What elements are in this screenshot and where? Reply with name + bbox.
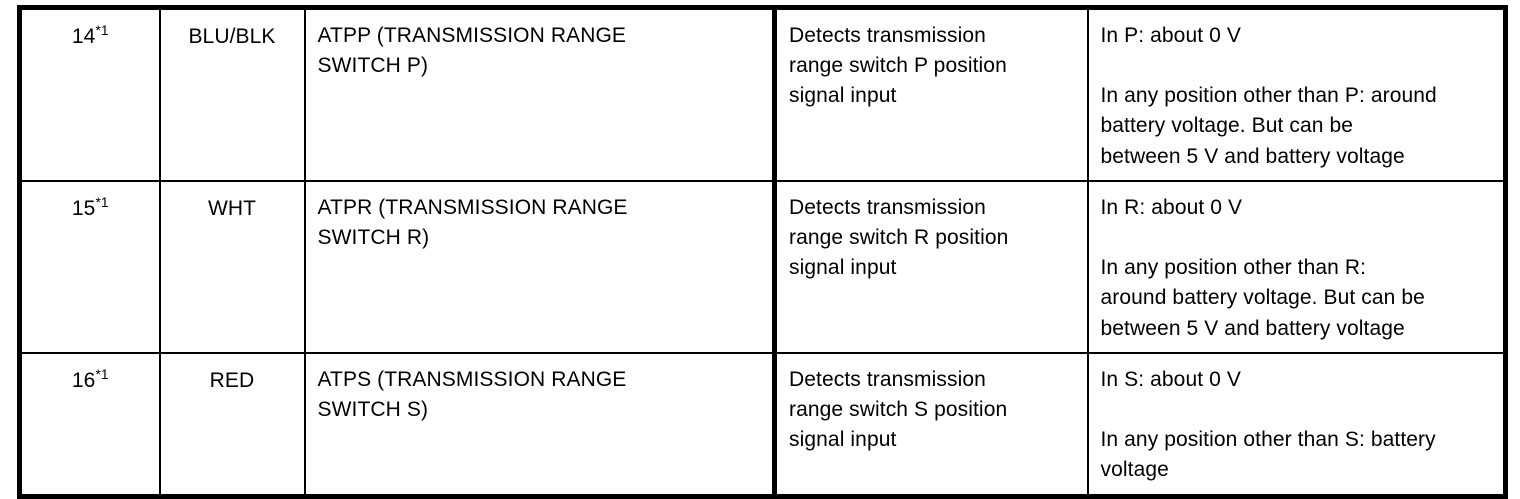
cell-wire-color: WHT bbox=[159, 179, 305, 353]
signal-paragraph-2: In any position other than R: around bat… bbox=[1101, 253, 1492, 344]
wire-color-value: BLU/BLK bbox=[188, 25, 276, 48]
wire-color-value: RED bbox=[209, 368, 255, 392]
signal-paragraph-2-line-1: In any position other than P: around bbox=[1100, 84, 1437, 108]
signal-paragraph-1: In R: about 0 V bbox=[1100, 195, 1243, 219]
cell-description: Detects transmission range switch R posi… bbox=[774, 179, 1088, 353]
document-page: 14*1 BLU/BLK ATPP (TRANSMISSION RANGE SW… bbox=[17, 5, 1508, 499]
cell-terminal-name: ATPS (TRANSMISSION RANGE SWITCH S) bbox=[304, 351, 775, 497]
signal-paragraph-2-line-2: voltage bbox=[1100, 458, 1169, 482]
terminal-number-text: 16 bbox=[71, 368, 96, 392]
terminal-name-line-2: SWITCH S) bbox=[317, 398, 429, 422]
cell-terminal-name: ATPP (TRANSMISSION RANGE SWITCH P) bbox=[304, 7, 775, 181]
cell-description: Detects transmission range switch P posi… bbox=[774, 7, 1088, 181]
description-line-2: range switch S position bbox=[789, 398, 1008, 422]
signal-paragraph-2: In any position other than P: around bat… bbox=[1101, 81, 1492, 172]
signal-paragraph-1: In P: about 0 V bbox=[1100, 24, 1241, 47]
terminal-number-value: 16*1 bbox=[72, 366, 109, 396]
cell-description: Detects transmission range switch S posi… bbox=[774, 351, 1088, 497]
terminal-name-line-2: SWITCH R) bbox=[317, 226, 430, 250]
table-row: 15*1 WHT ATPR (TRANSMISSION RANGE SWITCH… bbox=[19, 179, 1506, 353]
description-line-2: range switch P position bbox=[789, 54, 1007, 78]
description-line-2: range switch R position bbox=[789, 226, 1009, 250]
description-line-3: signal input bbox=[789, 256, 897, 280]
description-line-1: Detects transmission bbox=[789, 195, 986, 219]
terminal-name-line-1: ATPR (TRANSMISSION RANGE bbox=[317, 195, 628, 219]
wire-color-value: WHT bbox=[207, 196, 257, 220]
terminal-number-value: 14*1 bbox=[72, 22, 109, 52]
terminal-number-footnote: *1 bbox=[95, 365, 109, 382]
terminal-name-line-2: SWITCH P) bbox=[317, 54, 429, 78]
cell-signal-voltage: In P: about 0 V In any position other th… bbox=[1087, 7, 1506, 181]
signal-paragraph-2-line-2: battery voltage. But can be bbox=[1100, 114, 1354, 138]
description-line-1: Detects transmission bbox=[789, 367, 986, 391]
signal-paragraph-2-line-2: around battery voltage. But can be bbox=[1100, 286, 1425, 310]
cell-terminal-number: 14*1 bbox=[19, 7, 160, 181]
table-row: 16*1 RED ATPS (TRANSMISSION RANGE SWITCH… bbox=[19, 351, 1506, 497]
cell-signal-voltage: In S: about 0 V In any position other th… bbox=[1087, 351, 1506, 497]
terminal-name-line-1: ATPP (TRANSMISSION RANGE bbox=[317, 24, 626, 47]
cell-wire-color: RED bbox=[159, 351, 305, 497]
terminal-number-footnote: *1 bbox=[95, 193, 109, 210]
signal-paragraph-1: In S: about 0 V bbox=[1100, 367, 1241, 391]
terminal-table: 14*1 BLU/BLK ATPP (TRANSMISSION RANGE SW… bbox=[17, 5, 1508, 499]
cell-terminal-number: 16*1 bbox=[19, 351, 160, 497]
signal-paragraph-2-line-3: between 5 V and battery voltage bbox=[1100, 144, 1405, 168]
terminal-number-value: 15*1 bbox=[72, 194, 109, 224]
table-row: 14*1 BLU/BLK ATPP (TRANSMISSION RANGE SW… bbox=[19, 7, 1506, 181]
description-line-3: signal input bbox=[789, 428, 897, 452]
signal-paragraph-2: In any position other than S: battery vo… bbox=[1101, 425, 1492, 485]
cell-signal-voltage: In R: about 0 V In any position other th… bbox=[1087, 179, 1506, 353]
signal-paragraph-2-line-1: In any position other than R: bbox=[1100, 256, 1367, 280]
cell-terminal-number: 15*1 bbox=[19, 179, 160, 353]
cell-terminal-name: ATPR (TRANSMISSION RANGE SWITCH R) bbox=[304, 179, 775, 353]
terminal-table-body: 14*1 BLU/BLK ATPP (TRANSMISSION RANGE SW… bbox=[19, 7, 1506, 497]
description-line-3: signal input bbox=[789, 84, 897, 108]
terminal-name-line-1: ATPS (TRANSMISSION RANGE bbox=[317, 367, 627, 391]
signal-paragraph-2-line-3: between 5 V and battery voltage bbox=[1100, 316, 1405, 340]
cell-wire-color: BLU/BLK bbox=[159, 7, 305, 181]
description-line-1: Detects transmission bbox=[789, 24, 986, 47]
terminal-number-text: 15 bbox=[71, 196, 96, 220]
signal-paragraph-2-line-1: In any position other than S: battery bbox=[1100, 428, 1436, 452]
terminal-number-footnote: *1 bbox=[95, 22, 109, 38]
terminal-number-text: 14 bbox=[71, 25, 96, 48]
